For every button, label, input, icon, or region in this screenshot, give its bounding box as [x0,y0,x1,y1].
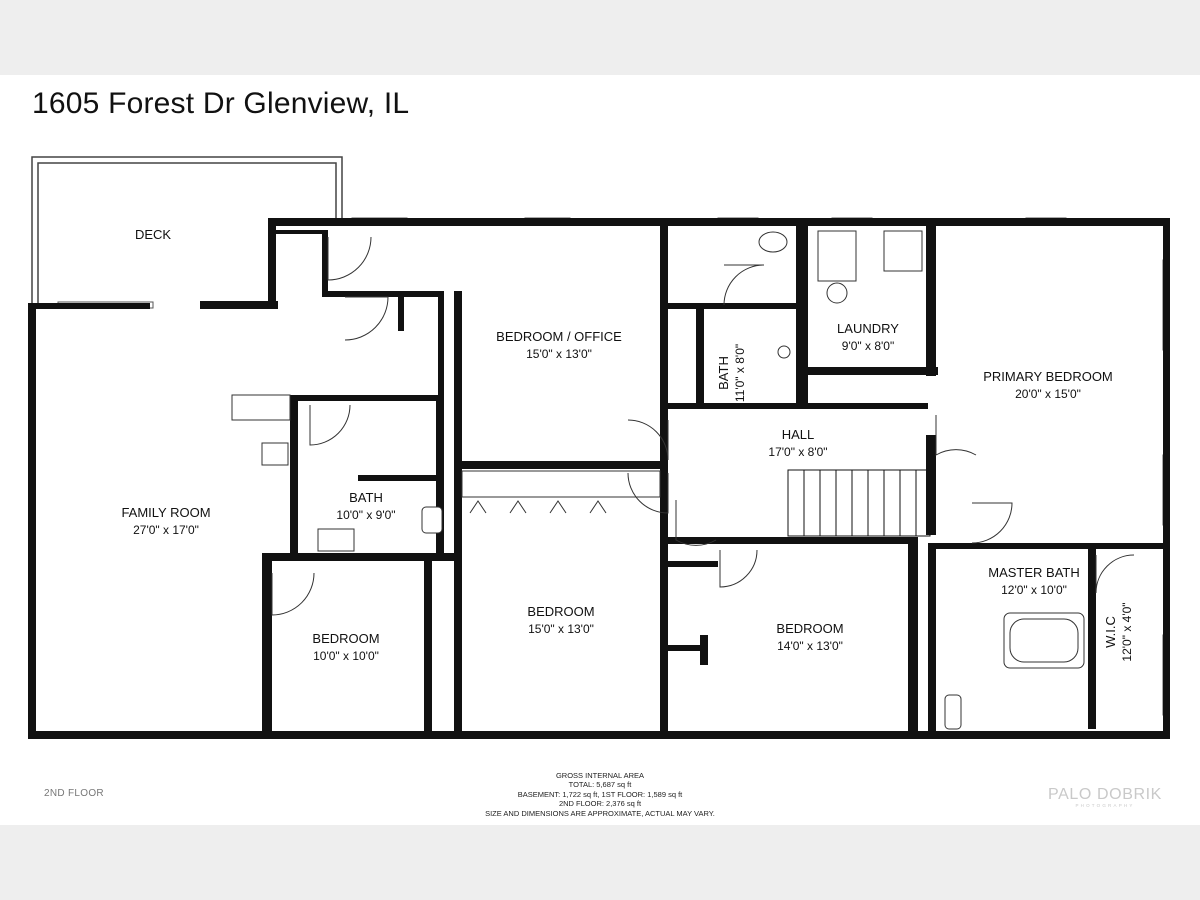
room-name-bedroom-center: BEDROOM [527,604,594,619]
room-name-master-bath: MASTER BATH [988,565,1080,580]
closet-rail [461,470,661,514]
room-name-family-room: FAMILY ROOM [121,505,210,520]
floor-plan-sheet: 1605 Forest Dr Glenview, IL [0,75,1200,825]
photographer-logo: PALO DOBRIK PHOTOGRAPHY [1046,786,1164,808]
room-dims-laundry: 9'0" x 8'0" [842,339,894,353]
door-swings [271,236,1135,616]
area-levels: BASEMENT: 1,722 sq ft, 1ST FLOOR: 1,589 … [517,789,683,799]
fixtures [231,230,1085,730]
room-dims-primary-bedroom: 20'0" x 15'0" [1015,387,1081,401]
room-dims-bath-mid: 10'0" x 9'0" [336,508,395,522]
room-name-bedroom-office: BEDROOM / OFFICE [496,329,622,344]
room-dims-bedroom-right: 14'0" x 13'0" [777,639,843,653]
area-second-floor: 2ND FLOOR: 2,376 sq ft [558,799,642,809]
room-name-laundry: LAUNDRY [837,321,899,336]
room-dims-bedroom-center: 15'0" x 13'0" [528,622,594,636]
room-name-bedroom-right: BEDROOM [776,621,843,636]
room-name-bath-upper: BATH [716,356,731,390]
area-title: GROSS INTERNAL AREA [555,771,645,780]
logo-tagline: PHOTOGRAPHY [1075,803,1135,808]
gross-area-summary: GROSS INTERNAL AREA TOTAL: 5,687 sq ft B… [450,771,750,818]
room-name-deck: DECK [135,227,171,242]
area-total: TOTAL: 5,687 sq ft [568,780,632,790]
property-address: 1605 Forest Dr Glenview, IL [32,87,410,120]
room-dims-family-room: 27'0" x 17'0" [133,523,199,537]
room-dims-wic: 12'0" x 4'0" [1120,602,1134,661]
room-dims-master-bath: 12'0" x 10'0" [1001,583,1067,597]
room-name-bath-mid: BATH [349,490,383,505]
room-dims-bath-upper: 11'0" x 8'0" [733,344,747,402]
room-name-primary-bedroom: PRIMARY BEDROOM [983,369,1113,384]
logo-name: PALO DOBRIK [1048,786,1162,803]
staircase [787,469,931,537]
room-dims-bedroom-left: 10'0" x 10'0" [313,649,379,663]
room-name-bedroom-left: BEDROOM [312,631,379,646]
area-disclaimer: SIZE AND DIMENSIONS ARE APPROXIMATE, ACT… [485,808,715,818]
room-name-wic: W.I.C [1103,616,1118,648]
floor-label: 2ND FLOOR [44,788,104,799]
room-dims-hall: 17'0" x 8'0" [768,445,827,459]
windows [28,217,1170,739]
deck-outline [31,156,343,305]
room-labels: DECK BEDROOM / OFFICE 15'0" x 13'0" BATH… [121,227,1134,663]
room-dims-bedroom-office: 15'0" x 13'0" [526,347,592,361]
floor-plan-drawing: DECK BEDROOM / OFFICE 15'0" x 13'0" BATH… [28,156,1170,739]
room-name-hall: HALL [782,427,815,442]
walls [28,218,1170,739]
